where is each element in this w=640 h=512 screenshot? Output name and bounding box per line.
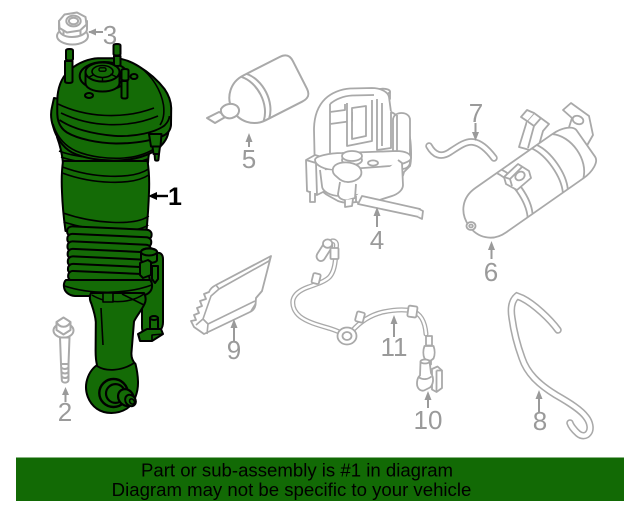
svg-text:4: 4 bbox=[370, 225, 384, 255]
svg-text:6: 6 bbox=[484, 257, 498, 287]
svg-text:8: 8 bbox=[533, 406, 547, 436]
svg-text:1: 1 bbox=[168, 183, 182, 211]
svg-text:5: 5 bbox=[242, 144, 256, 174]
svg-text:9: 9 bbox=[227, 335, 241, 365]
svg-text:11: 11 bbox=[381, 332, 408, 362]
svg-text:7: 7 bbox=[469, 98, 483, 128]
svg-text:Part or sub-assembly is #1 in: Part or sub-assembly is #1 in diagram bbox=[141, 460, 453, 481]
svg-text:2: 2 bbox=[58, 397, 72, 427]
svg-text:3: 3 bbox=[103, 20, 117, 50]
svg-text:Diagram may not be specific to: Diagram may not be specific to your vehi… bbox=[112, 479, 472, 500]
svg-text:10: 10 bbox=[414, 405, 443, 435]
